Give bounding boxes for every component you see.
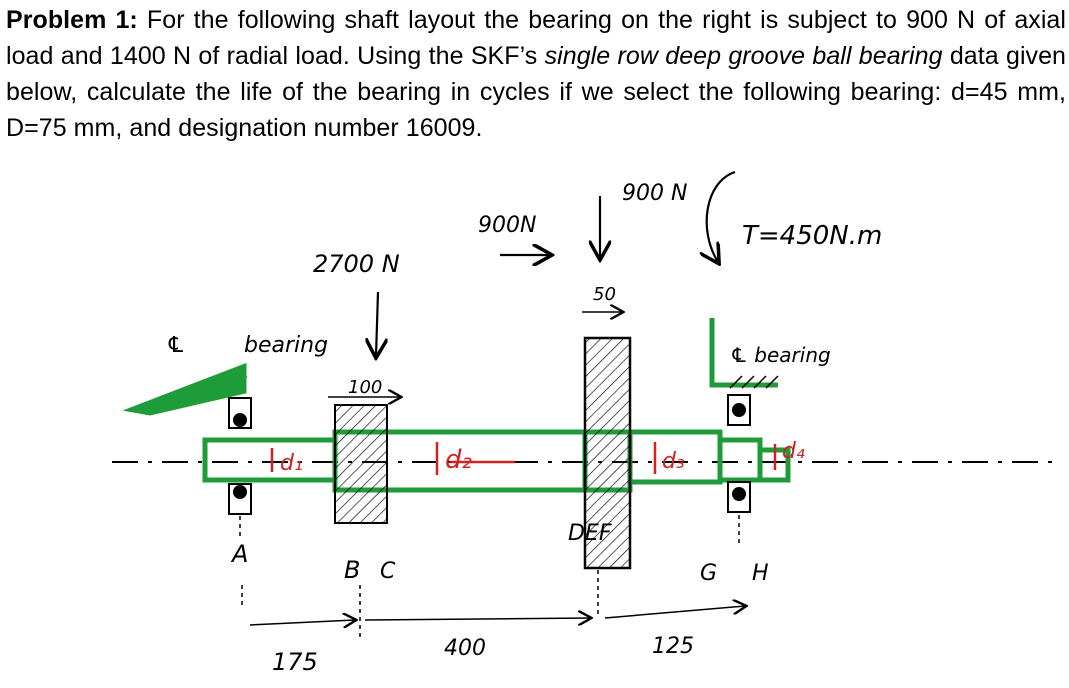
label-bearing-left: bearing [244, 333, 328, 358]
label-centerline-left: ℄ [166, 333, 186, 358]
point-h: H [752, 561, 769, 586]
torque-arrow [707, 170, 736, 262]
problem-text-1: For the following shaft layout the beari… [6, 6, 1066, 70]
shaft-layout-sketch: d₁ d₂ d₃ d₄ 2700 N 900N 900 N T=450N.m ℄… [112, 170, 1062, 676]
label-d2: d₂ [445, 445, 472, 475]
point-g: G [700, 561, 717, 586]
problem-statement: Problem 1: For the following shaft layou… [6, 2, 1066, 146]
left-bearing-housing [122, 362, 247, 416]
dim-400: 400 [444, 636, 486, 661]
right-bearing [727, 394, 751, 545]
left-bearing [228, 397, 252, 540]
point-c: C [380, 559, 396, 584]
dim-125: 125 [652, 634, 694, 659]
problem-text-2: data given below, calculate the life of … [6, 42, 1067, 142]
label-d1: d₁ [280, 451, 303, 476]
point-b: B [344, 556, 360, 584]
point-def: DEF [568, 521, 612, 546]
problem-italic-text: single row deep groove ball bearing [544, 42, 943, 70]
point-a: A [230, 540, 248, 568]
label-bearing-right: ℄ bearing [730, 343, 831, 367]
label-900-axial: 900N [478, 213, 536, 238]
dim-50: 50 [593, 284, 616, 305]
label-2700: 2700 N [313, 250, 400, 278]
problem-label: Problem 1: [6, 6, 138, 34]
label-d4: d₄ [782, 439, 805, 464]
dim-100: 100 [348, 377, 382, 398]
label-900-radial: 900 N [622, 181, 687, 206]
label-torque: T=450N.m [742, 221, 882, 251]
arrow-2700 [376, 291, 378, 356]
dim-175: 175 [272, 648, 318, 676]
gear-bc [334, 404, 388, 524]
label-d3: d₃ [662, 449, 685, 474]
gear-def [583, 336, 632, 570]
